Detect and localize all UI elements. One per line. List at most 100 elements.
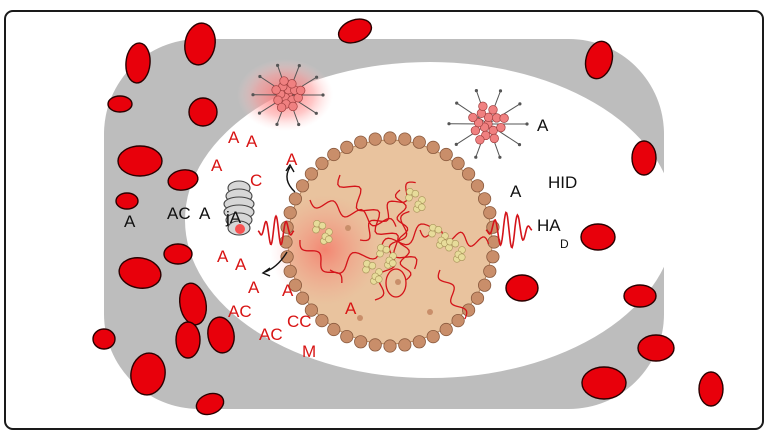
surface-bead [471, 180, 483, 192]
surface-bead [289, 193, 301, 205]
cluster-bead [296, 86, 305, 95]
fiber-bead [319, 222, 326, 229]
label-black-7: HID [548, 173, 577, 192]
ligand-end [275, 123, 278, 126]
surface-bead [305, 168, 317, 180]
fiber-bead [369, 262, 376, 269]
surface-bead [384, 340, 396, 352]
surface-bead [384, 132, 396, 144]
red-blood-cell-icon [624, 285, 656, 307]
red-blood-cell-icon [176, 322, 200, 358]
ligand-end [474, 156, 477, 159]
ligand-end [518, 143, 521, 146]
surface-bead [369, 339, 381, 351]
label-black-1: A [124, 212, 136, 231]
surface-bead [341, 141, 353, 153]
surface-bead [462, 168, 474, 180]
label-black-4: jA [225, 208, 242, 227]
surface-bead [487, 251, 499, 263]
surface-bead [440, 323, 452, 335]
red-blood-cell-icon [164, 244, 192, 264]
surface-bead [452, 157, 464, 169]
surface-bead [341, 330, 353, 342]
cluster-bead [497, 123, 506, 132]
cluster-bead [288, 80, 297, 89]
label-red-11: CC [287, 312, 312, 331]
ligand-end [297, 123, 300, 126]
fiber-bead [325, 236, 332, 243]
label-red-12: AC [259, 325, 283, 344]
label-red-14: A [345, 299, 357, 318]
surface-bead [284, 207, 296, 219]
label-red-5: C [250, 171, 262, 190]
fiber-bead [377, 250, 384, 257]
cluster-bead [476, 136, 485, 145]
fiber-bead [435, 226, 442, 233]
red-blood-cell-icon [632, 141, 656, 175]
ligand-end [455, 102, 458, 105]
label-black-5: A [537, 116, 549, 135]
surface-bead [478, 193, 490, 205]
surface-bead [316, 314, 328, 326]
label-red-13: M [302, 342, 316, 361]
surface-bead [399, 339, 411, 351]
ligand-end [321, 93, 324, 96]
cluster-bead [479, 102, 488, 111]
surface-bead [328, 323, 340, 335]
fiber-bead [412, 190, 419, 197]
ligand-end [455, 143, 458, 146]
cluster-bead [272, 86, 281, 95]
fiber-bead [389, 260, 396, 267]
red-blood-cell-icon [108, 96, 132, 112]
surface-bead [440, 148, 452, 160]
fiber-bead [406, 194, 413, 201]
ligand-end [251, 93, 254, 96]
fiber-bead [429, 230, 436, 237]
label-black-6: A [510, 182, 522, 201]
interior-dot [395, 279, 401, 285]
label-red-3: A [286, 150, 298, 169]
ligand-end [518, 102, 521, 105]
label-red-1: A [228, 128, 240, 147]
ligand-end [499, 89, 502, 92]
cluster-bead [489, 106, 498, 115]
red-blood-cell-icon [581, 224, 615, 250]
surface-bead [328, 148, 340, 160]
ligand-end [498, 156, 501, 159]
cluster-bead [469, 113, 478, 122]
ligand-end [525, 122, 528, 125]
surface-bead [427, 141, 439, 153]
ligand-end [315, 112, 318, 115]
interior-dot [357, 315, 363, 321]
fiber-bead [375, 276, 382, 283]
red-blood-cell-icon [189, 98, 217, 126]
fiber-bead [452, 240, 459, 247]
red-blood-cell-icon [699, 372, 723, 406]
surface-bead [484, 265, 496, 277]
red-blood-cell-icon [116, 193, 138, 209]
surface-bead [471, 292, 483, 304]
surface-bead [284, 265, 296, 277]
ligand-end [298, 64, 301, 67]
interior-dot [345, 225, 351, 231]
label-red-2: A [246, 132, 258, 151]
red-blood-cell-icon [93, 329, 115, 349]
cluster-bead [471, 126, 480, 135]
label-red-9: A [282, 281, 294, 300]
label-black-9: D [560, 237, 569, 251]
ligand-end [315, 76, 318, 79]
interior-dot [427, 309, 433, 315]
cluster-bead [500, 114, 509, 123]
fiber-bead [458, 254, 465, 261]
surface-bead [413, 136, 425, 148]
surface-bead [427, 330, 439, 342]
surface-bead [355, 136, 367, 148]
cluster-bead [280, 77, 289, 86]
red-blood-cell-icon [638, 335, 674, 361]
cluster-bead [277, 103, 286, 112]
surface-bead [316, 157, 328, 169]
surface-bead [478, 279, 490, 291]
fiber-bead [313, 226, 320, 233]
